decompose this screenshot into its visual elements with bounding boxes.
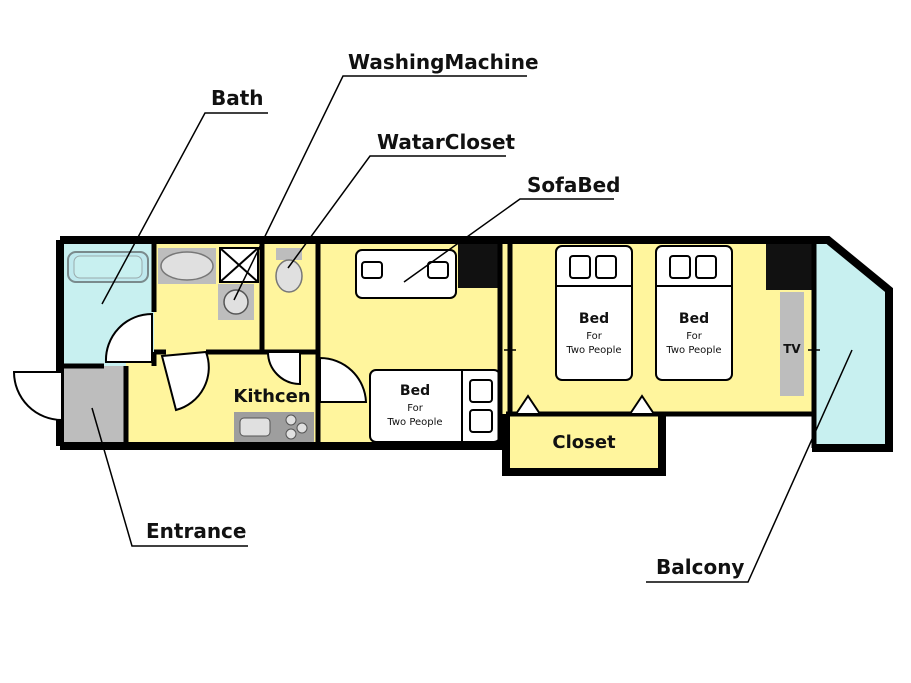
bed-3: Bed For Two People	[369, 369, 501, 443]
balcony-leader	[646, 349, 853, 583]
closet-door-left	[514, 394, 542, 415]
bed-2-line1: For	[686, 331, 703, 342]
entrance-door	[12, 371, 63, 422]
kitchen-label: Kithcen	[233, 386, 310, 407]
sofa-bed-leader	[403, 198, 614, 283]
washroom-door	[160, 350, 210, 412]
bed-1: Bed For Two People	[555, 245, 633, 381]
leader-lines	[91, 75, 853, 583]
bed-3-line2: Two People	[386, 417, 442, 428]
column-left	[458, 242, 500, 288]
room-door	[319, 356, 368, 403]
entrance-callout: Entrance	[146, 519, 246, 543]
washing-machine-callout: WashingMachine	[348, 50, 539, 74]
washing-machine-leader	[233, 75, 527, 301]
balcony-callout: Balcony	[656, 555, 744, 579]
bed-1-title: Bed	[579, 311, 609, 327]
bath-door	[104, 312, 153, 363]
column-right	[766, 242, 814, 290]
entrance-floor	[62, 366, 126, 446]
fixtures	[67, 242, 814, 442]
tv-unit	[780, 292, 804, 396]
balcony-floor	[814, 242, 889, 446]
bed-2-title: Bed	[679, 311, 709, 327]
toilet-door	[266, 351, 301, 386]
walls	[56, 236, 893, 476]
bath-leader	[101, 112, 268, 305]
bath-callout: Bath	[211, 86, 264, 110]
closet-label: Closet	[552, 432, 616, 453]
bed-2: Bed For Two People	[655, 245, 733, 381]
closet-floor	[508, 414, 660, 472]
bed-3-line1: For	[407, 403, 424, 414]
bed-1-line1: For	[586, 331, 603, 342]
bed-1-line2: Two People	[565, 345, 621, 356]
doors	[12, 312, 820, 422]
tv-label: TV	[783, 342, 801, 356]
sofa-bed-callout: SofaBed	[527, 173, 620, 197]
water-closet-callout: WatarCloset	[377, 130, 516, 154]
entrance-leader	[91, 407, 248, 547]
water-closet-leader	[287, 155, 506, 269]
bed-3-title: Bed	[400, 383, 430, 399]
closet-door-right	[628, 394, 656, 415]
bed-2-line2: Two People	[665, 345, 721, 356]
